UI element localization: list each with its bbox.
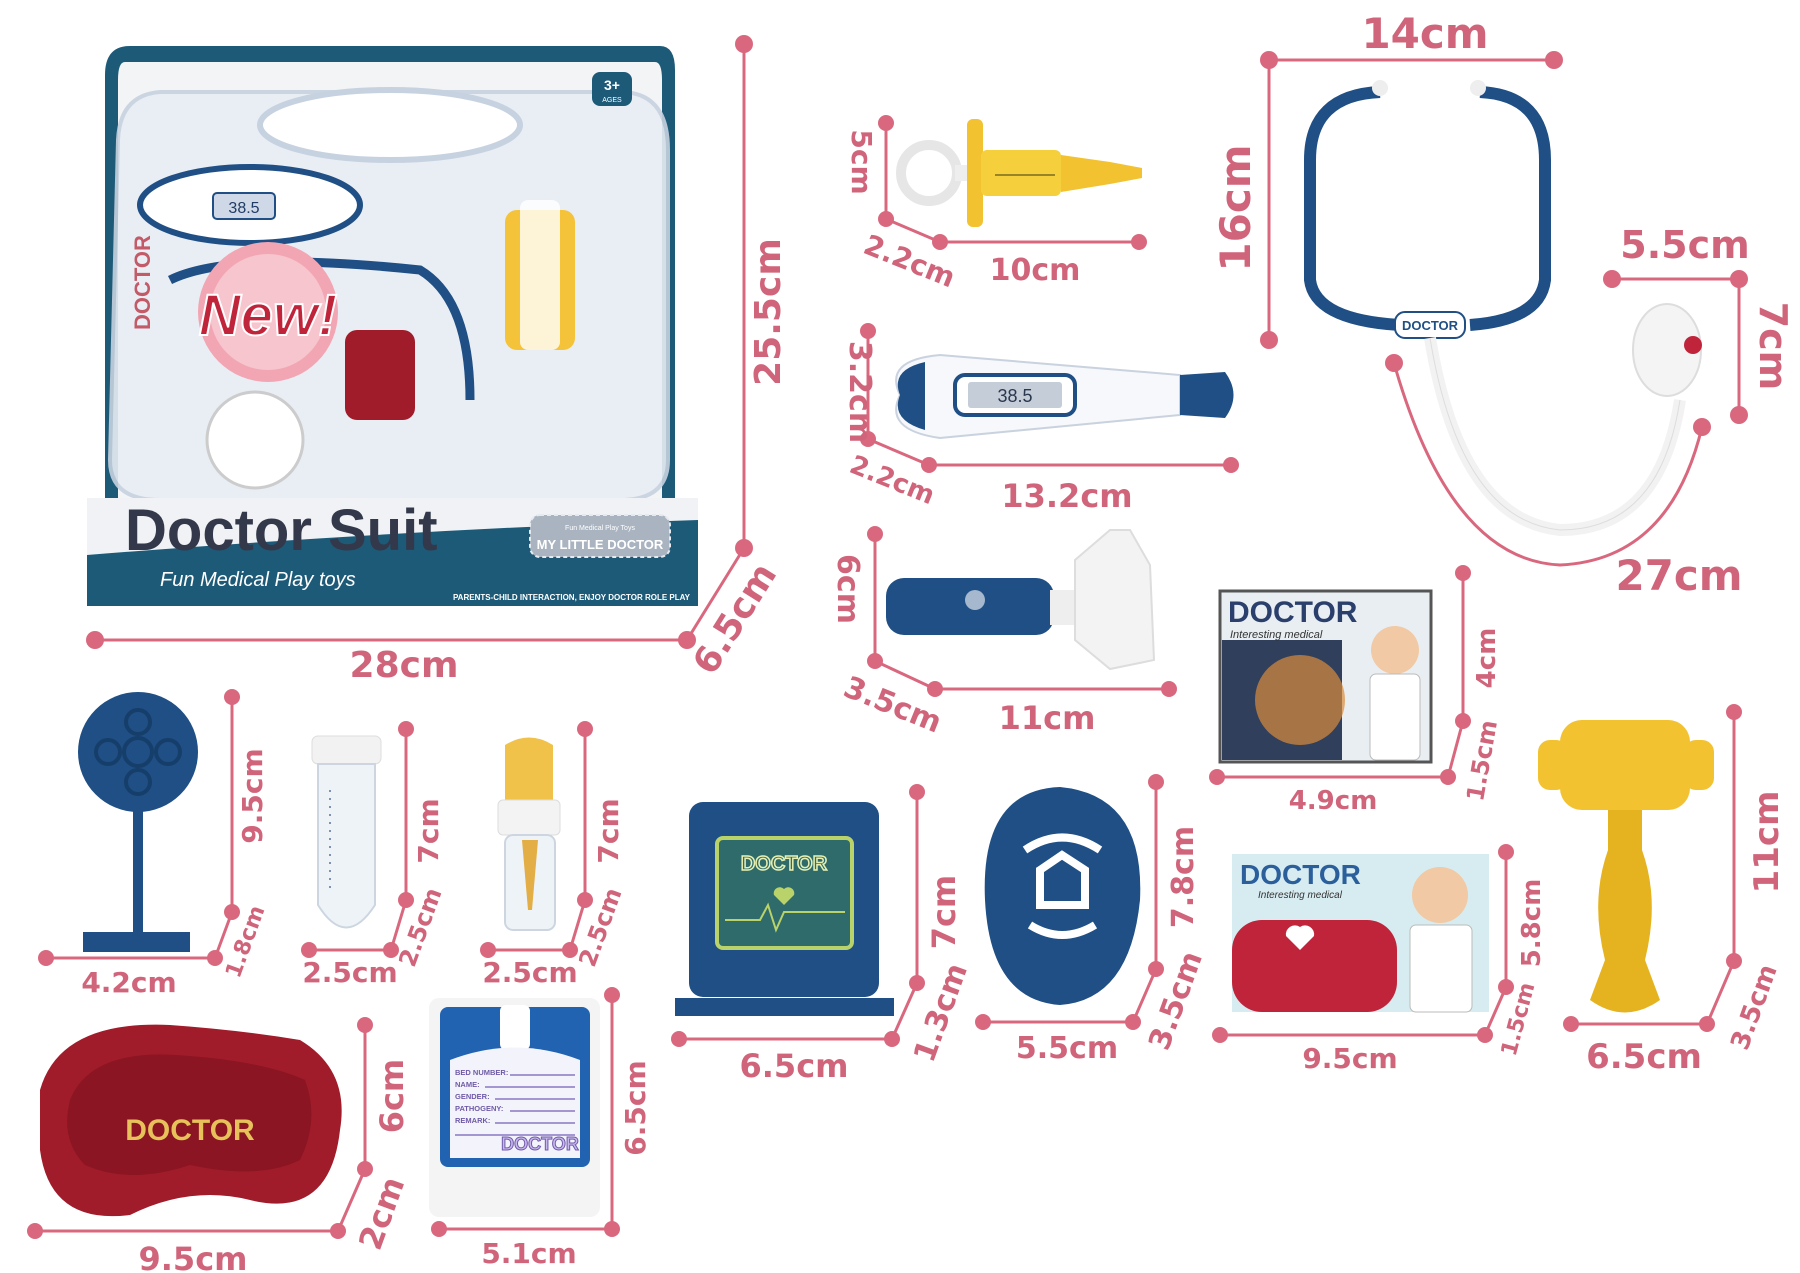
age-badge: 3+ [604,77,620,93]
stethoscope-logo: DOCTOR [1402,318,1459,333]
otoscope [886,529,1156,671]
head-mirror [78,692,198,952]
new-badge: New! [198,242,338,382]
package-tag: MY LITTLE DOCTOR [537,537,664,552]
reflex-hammer [1538,720,1714,1013]
dim-label: 28cm [350,645,459,686]
thermometer: 38.5 [895,353,1234,440]
dim-label: 5.1cm [481,1237,576,1270]
doctor-card-2: DOCTOR Interesting medical [1232,854,1489,1013]
dim-label: 4.2cm [81,966,176,999]
dim-label: 4.9cm [1289,786,1378,816]
dim-label: 6cm [373,1059,411,1134]
svg-text:Interesting medical: Interesting medical [1230,629,1323,641]
dim-label: 6.5cm [619,1060,652,1155]
dim-label: 9.5cm [1302,1042,1397,1075]
svg-text:PATHOGENY:: PATHOGENY: [455,1104,503,1113]
dim-label: 13.2cm [1001,477,1132,515]
dim-label: 6cm [830,554,865,624]
dim-label: 2cm [351,1172,412,1255]
dim-label: 16cm [1211,144,1260,271]
svg-text:BED NUMBER:: BED NUMBER: [455,1068,508,1077]
stethoscope: DOCTOR [1304,80,1702,537]
dropper [497,737,561,931]
svg-text:New!: New! [199,283,338,348]
dim-label: 25.5cm [748,238,789,386]
package-thermo-reading: 38.5 [228,200,259,217]
dimension-lines [27,35,1748,1239]
package-subtitle: Fun Medical Play toys [160,569,356,591]
package-footer: PARENTS-CHILD INTERACTION, ENJOY DOCTOR … [453,593,691,602]
svg-text:DOCTOR: DOCTOR [1228,596,1358,629]
tray-logo: DOCTOR [125,1114,255,1147]
svg-text:NAME:: NAME: [455,1080,480,1089]
clipboard-logo: DOCTOR [501,1134,579,1154]
dim-label: 3.5cm [839,670,947,741]
dim-label: 6.5cm [740,1047,849,1085]
dim-label: 2.5cm [482,956,577,989]
syringe [896,119,1142,227]
monitor-logo: DOCTOR [741,853,828,875]
stethoscope-chest-piece [984,787,1141,1005]
dim-label: 7cm [925,875,963,950]
dim-label: 3.5cm [1725,961,1783,1054]
svg-text:DOCTOR: DOCTOR [1240,859,1361,890]
thermometer-reading: 38.5 [997,386,1032,406]
dim-label: 7.8cm [1166,826,1201,928]
svg-text:Fun Medical Play Toys: Fun Medical Play Toys [565,525,635,532]
dim-label: 11cm [1747,791,1787,894]
svg-text:AGES: AGES [602,97,622,104]
dim-label: 10cm [990,253,1081,288]
dim-label: 9.5cm [139,1240,248,1273]
package-title: Doctor Suit [125,498,438,563]
dim-label: 7cm [412,798,445,863]
dim-label: 5cm [845,129,878,194]
dim-label: 27cm [1615,551,1742,600]
svg-text:REMARK:: REMARK: [455,1116,490,1125]
svg-text:Interesting medical: Interesting medical [1258,890,1343,901]
dim-label: 1.5cm [1461,718,1503,803]
kidney-tray: DOCTOR [40,1024,342,1217]
dim-label: 11cm [999,699,1096,737]
heart-monitor: DOCTOR [675,802,894,1016]
dim-label: 4cm [1472,628,1502,689]
dim-label: 7cm [1751,302,1795,391]
doctor-card-1: DOCTOR Interesting medical [1218,589,1433,764]
dim-label: 2.5cm [302,956,397,989]
package-box: 38.5 DOCTOR New! 3+ AGES Doctor Suit Fun… [87,46,698,606]
dim-label: 6.5cm [1586,1037,1702,1077]
dim-label: 9.5cm [236,748,269,843]
dim-label: 5.5cm [1620,223,1749,267]
dim-label: 7cm [592,798,625,863]
svg-text:GENDER:: GENDER: [455,1092,490,1101]
dim-label: 3.2cm [842,341,877,443]
package-side-label: DOCTOR [130,235,155,330]
bed-card-clipboard: BED NUMBER: NAME: GENDER: PATHOGENY: REM… [429,998,600,1217]
dim-label: 5.5cm [1016,1031,1118,1066]
dim-label: 5.8cm [1517,879,1547,968]
test-tube [311,735,382,929]
dim-label: 14cm [1361,9,1488,58]
